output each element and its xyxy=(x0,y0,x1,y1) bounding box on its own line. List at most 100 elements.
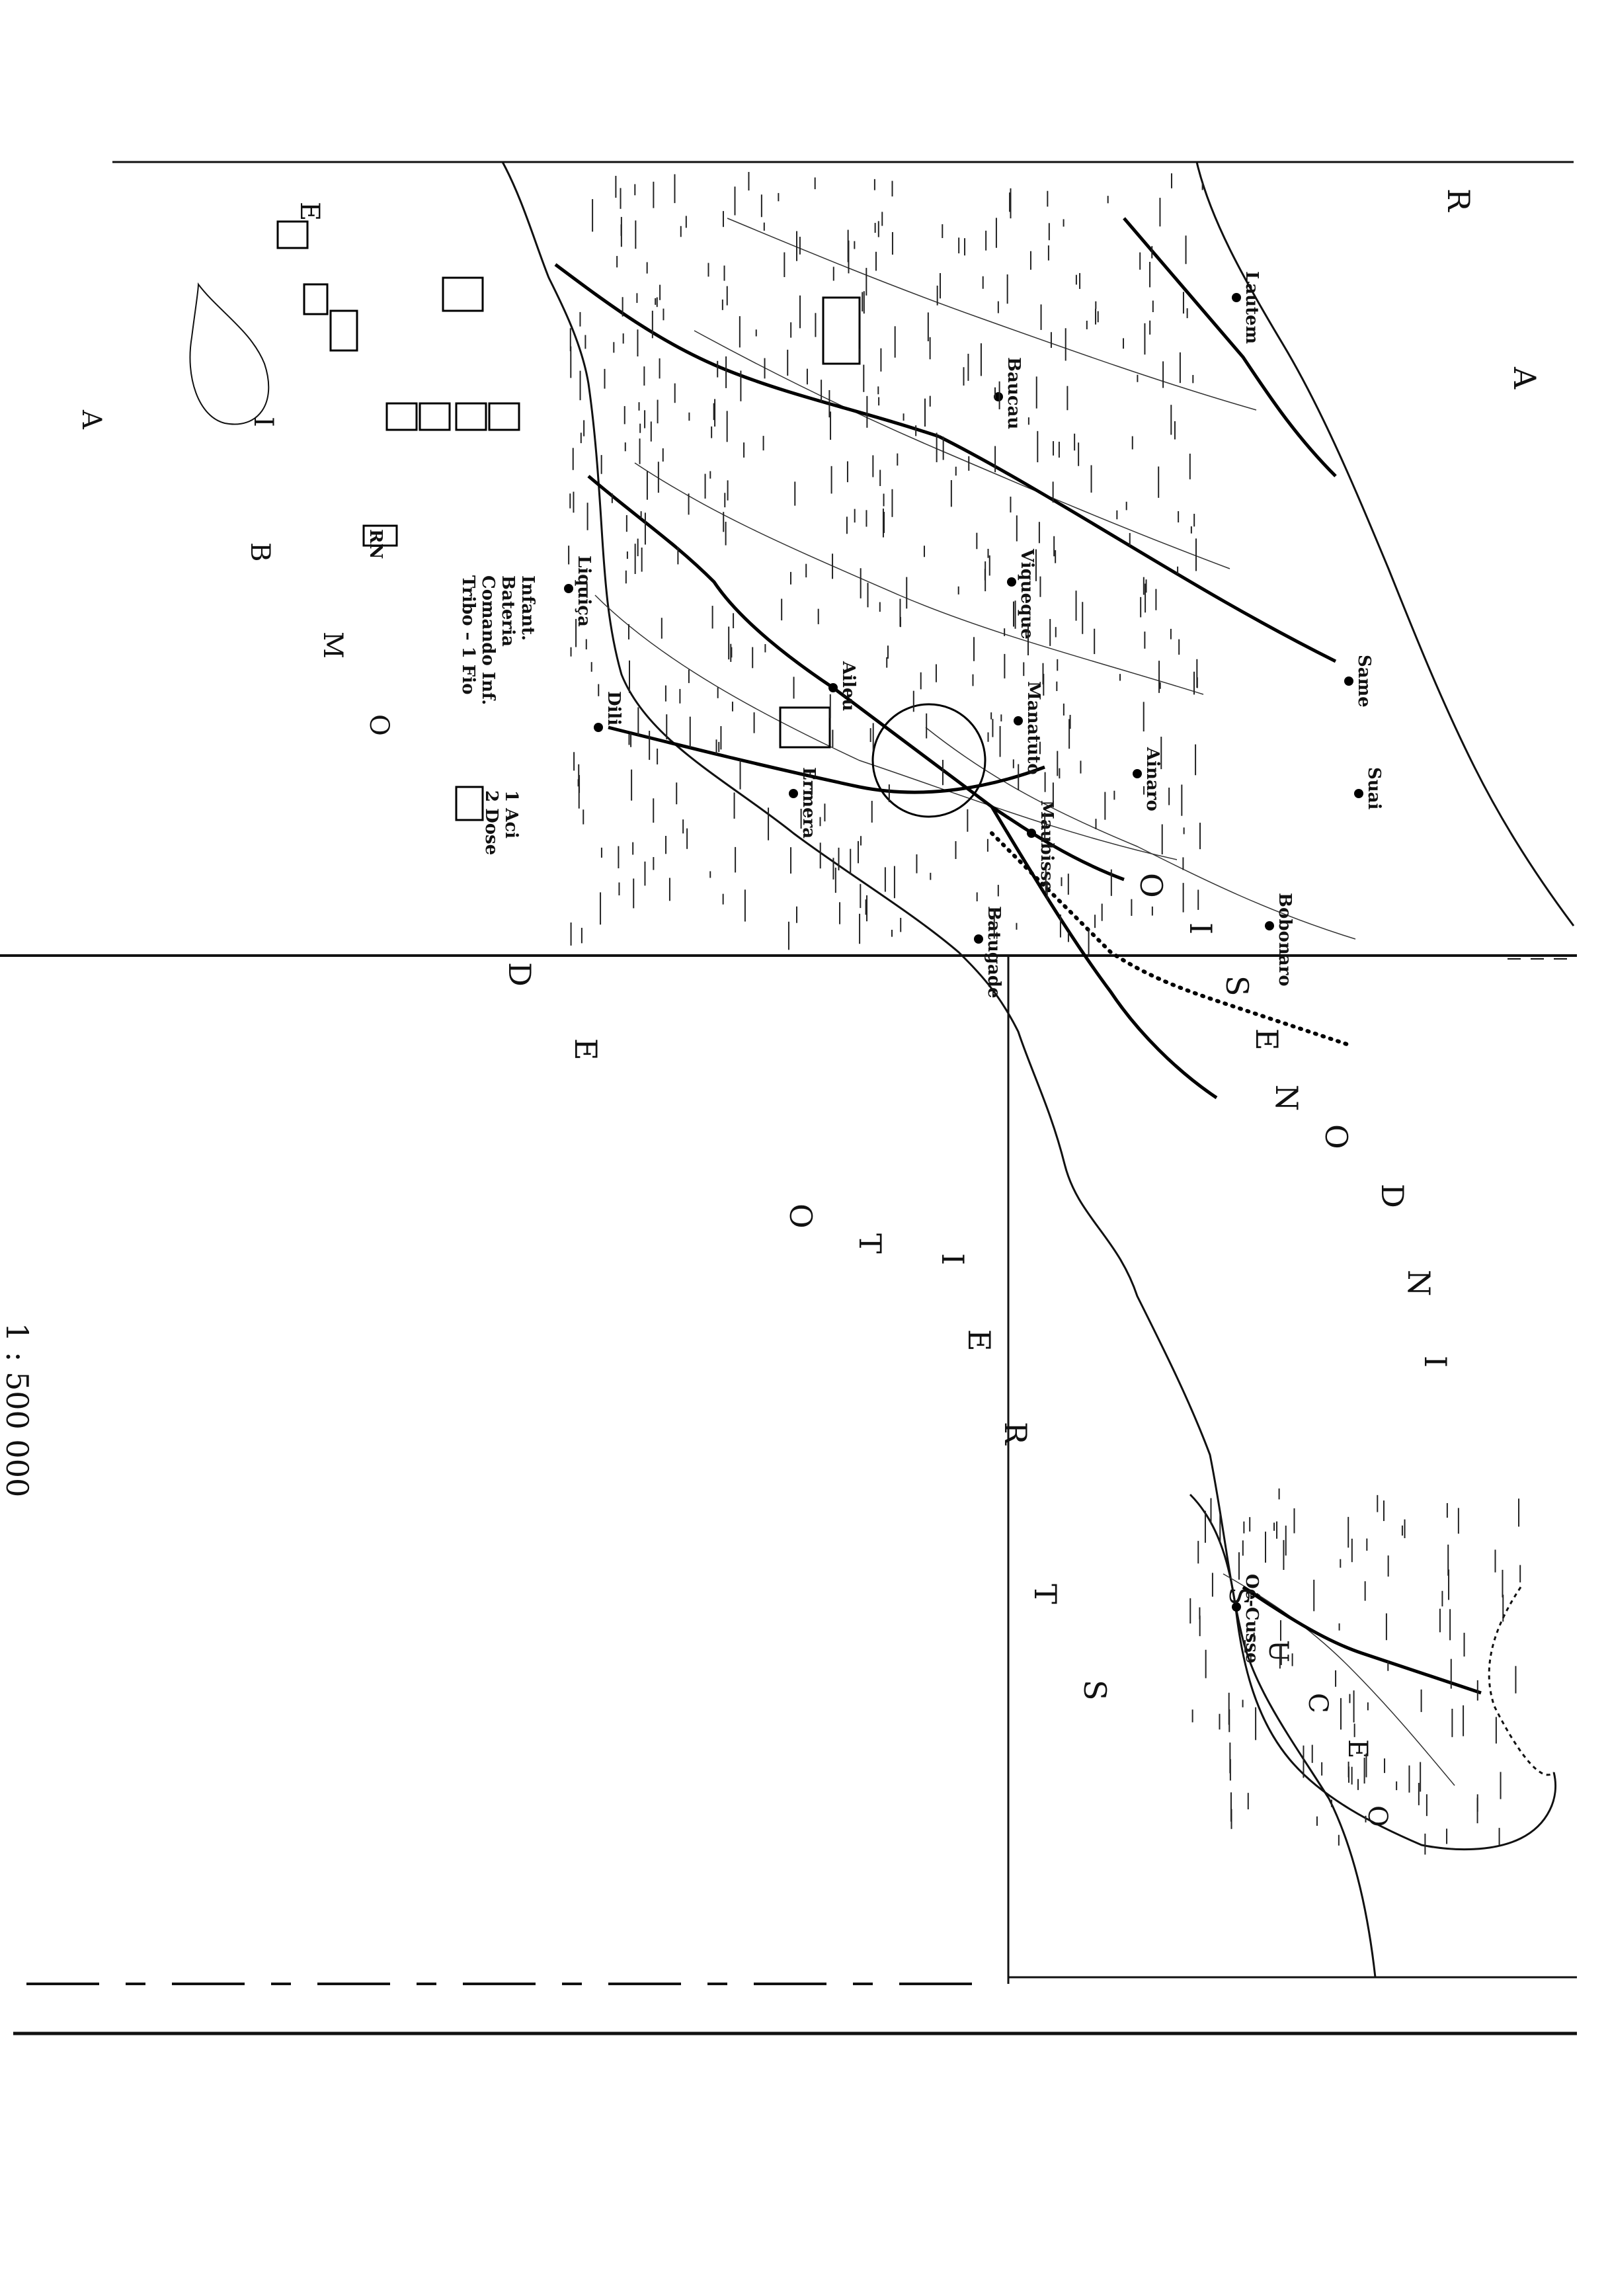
sea-letter: I xyxy=(248,417,278,427)
unit-symbol-baucau xyxy=(822,296,861,365)
legend-entry: Infant. xyxy=(518,575,538,641)
unit-symbol xyxy=(455,402,487,431)
town-batugade[interactable]: Batugade xyxy=(974,906,1004,998)
timor-north-coast xyxy=(501,161,1377,1978)
town-label: Same xyxy=(1354,655,1374,708)
river-2 xyxy=(634,462,1204,695)
sea-letter: N xyxy=(1401,1270,1437,1296)
sea-letter: T xyxy=(1027,1584,1063,1604)
river-5 xyxy=(925,727,1356,940)
town-dot xyxy=(994,392,1003,401)
unit-symbol xyxy=(385,402,418,431)
sea-letter: R xyxy=(998,1422,1033,1446)
town-dot xyxy=(1007,577,1016,587)
town-dot xyxy=(1232,1602,1241,1612)
sea-letter: E xyxy=(1249,1028,1285,1051)
town-dili[interactable]: Dili xyxy=(594,691,623,732)
town-aileu[interactable]: Aileu xyxy=(828,661,858,711)
town-dot xyxy=(1265,921,1274,930)
sea-letter: S xyxy=(1219,975,1255,997)
town-label: Viqueque xyxy=(1017,548,1037,639)
river-3 xyxy=(694,330,1230,569)
town-baucau[interactable]: Baucau xyxy=(994,357,1024,429)
rivers xyxy=(594,218,1455,1786)
legend: 2 Dose 1 Aci RN Tribo – 1 Fio Comando In… xyxy=(276,220,986,855)
sea-label-indonesio: I N D O N E S I O xyxy=(1133,873,1453,1368)
road-north-south xyxy=(1123,217,1337,477)
exclave-letter: E xyxy=(1342,1739,1373,1758)
unit-symbol xyxy=(442,276,484,312)
sea-letter: B xyxy=(245,542,275,561)
town-label: Aileu xyxy=(838,661,858,711)
town-dot xyxy=(828,683,838,692)
town-viqueque[interactable]: Viqueque xyxy=(1007,548,1037,639)
oecusse-border xyxy=(1488,1586,1555,1776)
legend-box-label: 2 Dose xyxy=(481,790,501,855)
sea-letter: E xyxy=(294,202,325,221)
town-dot xyxy=(1014,716,1023,725)
towns: Dili Liquiça Manatuto Baucau Lautem Viqu… xyxy=(564,271,1384,1663)
town-dot xyxy=(789,789,798,798)
sea-letter: M xyxy=(317,632,348,659)
sea-letter: R xyxy=(1441,188,1476,212)
town-suai[interactable]: Suai xyxy=(1354,767,1384,810)
road-oecusse xyxy=(1242,1585,1482,1695)
town-label: Liquiça xyxy=(574,555,594,627)
road-lospalos xyxy=(938,434,1337,663)
town-lautem[interactable]: Lautem xyxy=(1232,271,1262,344)
exclave-name: O E C U S xyxy=(1223,1587,1392,1827)
sea-letter: O xyxy=(364,714,394,736)
town-dot xyxy=(974,934,983,944)
sea-letter: I xyxy=(1183,922,1219,934)
town-bobonaro[interactable]: Bobonaro xyxy=(1265,893,1295,987)
coastlines xyxy=(189,161,1575,1978)
sea-letter: E xyxy=(961,1329,997,1352)
sea-letter: I xyxy=(1418,1356,1453,1368)
unit-symbol xyxy=(419,402,451,431)
town-dot xyxy=(1344,676,1353,686)
town-ainaro[interactable]: Ainaro xyxy=(1133,747,1162,811)
exclave-letter: U xyxy=(1263,1640,1293,1662)
town-liquica[interactable]: Liquiça xyxy=(564,555,594,627)
roads xyxy=(554,217,1482,1695)
sea-letter: A xyxy=(1507,366,1543,390)
town-label: Bobonaro xyxy=(1275,893,1295,987)
sea-letter: N xyxy=(1269,1085,1305,1111)
scale-label: 1 : 500 000 xyxy=(0,1323,35,1497)
region-circle xyxy=(871,703,986,818)
town-label: Baucau xyxy=(1004,357,1024,429)
town-dot xyxy=(1027,829,1036,838)
town-dot xyxy=(1133,769,1142,778)
place-name-texture xyxy=(568,172,1521,1855)
town-dot xyxy=(1354,789,1363,798)
unit-symbol xyxy=(488,402,520,431)
exclave-letter: C xyxy=(1303,1693,1333,1713)
road-east xyxy=(554,263,940,438)
sea-letter: O xyxy=(783,1204,819,1229)
sea-label-mare-di-timor: R A xyxy=(1441,188,1543,390)
town-dot xyxy=(594,723,603,732)
river-6 xyxy=(1223,1573,1455,1786)
town-ermera[interactable]: Ermera xyxy=(789,767,819,839)
legend-entry: Bateria xyxy=(498,575,518,647)
town-same[interactable]: Same xyxy=(1344,655,1374,708)
sea-letter: D xyxy=(1375,1184,1410,1208)
legend-entry: Tribo – 1 Fio xyxy=(458,575,478,694)
legend-rn-label: RN xyxy=(366,529,385,559)
unit-symbol xyxy=(276,220,309,249)
map-frame xyxy=(0,161,1577,2035)
town-manatuto[interactable]: Manatuto xyxy=(1014,681,1043,775)
town-label: Ermera xyxy=(799,767,819,839)
town-label: Lautem xyxy=(1242,271,1262,344)
legend-box-label: 1 Aci xyxy=(501,790,521,839)
town-maubisse[interactable]: Maubisse xyxy=(1027,800,1057,891)
town-label: Maubisse xyxy=(1037,800,1057,891)
road-west xyxy=(990,805,1218,1100)
town-label: Suai xyxy=(1364,767,1384,810)
sea-letter: E xyxy=(568,1038,604,1061)
oecusse-coast xyxy=(1189,1493,1557,1851)
town-dot xyxy=(1232,293,1241,302)
town-label: Manatuto xyxy=(1024,681,1043,775)
sea-label-mare-di-ombalai: E I A B M O xyxy=(76,202,394,736)
sea-letter: T xyxy=(852,1233,888,1254)
